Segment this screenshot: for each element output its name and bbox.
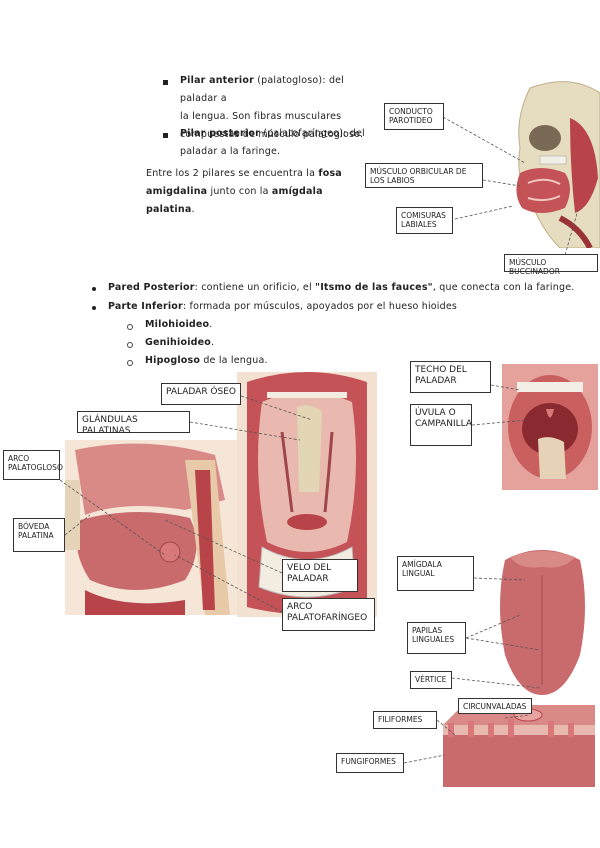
sub-item: Milohioideo. <box>145 316 213 334</box>
term: Pared Posterior <box>108 282 195 293</box>
term: fosa <box>318 168 342 179</box>
label-amigdala-lingual: AMÍGDALA LINGUAL <box>397 556 474 591</box>
list-bullet <box>163 80 168 85</box>
sub-item: Genihioideo. <box>145 334 214 352</box>
pared-posterior-item: Pared Posterior: contiene un orificio, e… <box>108 279 588 297</box>
sub-bullet <box>127 342 133 348</box>
term: Pilar posterior <box>180 128 260 139</box>
label-filiformes: FILIFORMES <box>373 711 437 729</box>
papillae-section-illustration <box>443 705 595 787</box>
sub-bullet <box>127 324 133 330</box>
text: : formada por músculos, apoyados por el … <box>183 301 457 312</box>
label-comisuras-labiales: COMISURAS LABIALES <box>396 207 453 234</box>
text: (palatofaríngeo): del <box>260 128 365 139</box>
text: de la lengua. <box>200 355 268 366</box>
text: . <box>211 337 214 348</box>
label-musculo-buccinador: MÚSCULO BUCCINADOR <box>504 254 598 272</box>
text: : contiene un orificio, el <box>195 282 315 293</box>
label-conducto-parotideo: CONDUCTO PAROTIDEO <box>384 103 444 130</box>
term: Hipogloso <box>145 355 200 366</box>
sagittal-mouth-illustration <box>65 440 240 615</box>
text: paladar a la faringe. <box>180 146 280 157</box>
text: junto con la <box>207 186 272 197</box>
text: , que conecta con la faringe. <box>433 282 575 293</box>
parte-inferior-item: Parte Inferior: formada por músculos, ap… <box>108 298 528 316</box>
term: "Itsmo de las fauces" <box>315 282 433 293</box>
list-bullet <box>163 133 168 138</box>
label-fungiformes: FUNGIFORMES <box>336 753 404 773</box>
label-arco-palatogloso: ARCO PALATOGLOSO <box>3 450 60 480</box>
text: . <box>191 204 194 215</box>
label-arco-palatofaringeo: ARCO PALATOFARÍNGEO <box>282 598 375 631</box>
label-paladar-oseo: PALADAR ÓSEO <box>161 383 241 405</box>
tongue-illustration <box>495 545 590 695</box>
label-velo-del-paladar: VELO DEL PALADAR <box>282 559 358 592</box>
term: Milohioideo <box>145 319 209 330</box>
text: . <box>209 319 212 330</box>
label-techo-del-paladar: TECHO DEL PALADAR <box>410 361 491 393</box>
term: Pilar anterior <box>180 75 254 86</box>
label-vertice: VÉRTICE <box>410 671 452 689</box>
label-boveda-palatina: BÓVEDA PALATINA <box>13 518 65 552</box>
list-bullet <box>92 306 96 310</box>
list-bullet <box>92 287 96 291</box>
pilar-posterior-item: Pilar posterior (palatofaríngeo): del pa… <box>180 125 380 161</box>
text: Entre los 2 pilares se encuentra la <box>146 168 318 179</box>
skull-face-muscles-illustration <box>500 78 600 248</box>
term: amigdalina <box>146 186 207 197</box>
fosa-paragraph: Entre los 2 pilares se encuentra la fosa… <box>146 165 366 219</box>
label-musculo-orbicular: MÚSCULO ORBICULAR DE LOS LABIOS <box>365 163 483 188</box>
label-papilas-linguales: PAPILAS LINGUALES <box>407 622 466 654</box>
term: Genihioideo <box>145 337 211 348</box>
label-circunvaladas: CIRCUNVALADAS <box>458 698 532 714</box>
sub-bullet <box>127 360 133 366</box>
term: Parte Inferior <box>108 301 183 312</box>
sub-item: Hipogloso de la lengua. <box>145 352 268 370</box>
label-glandulas-palatinas: GLÁNDULAS PALATINAS <box>77 411 190 433</box>
text: la lengua. Son fibras musculares <box>180 111 341 122</box>
open-mouth-uvula-illustration <box>502 364 598 490</box>
label-uvula-campanilla: ÚVULA O CAMPANILLA <box>410 404 472 446</box>
